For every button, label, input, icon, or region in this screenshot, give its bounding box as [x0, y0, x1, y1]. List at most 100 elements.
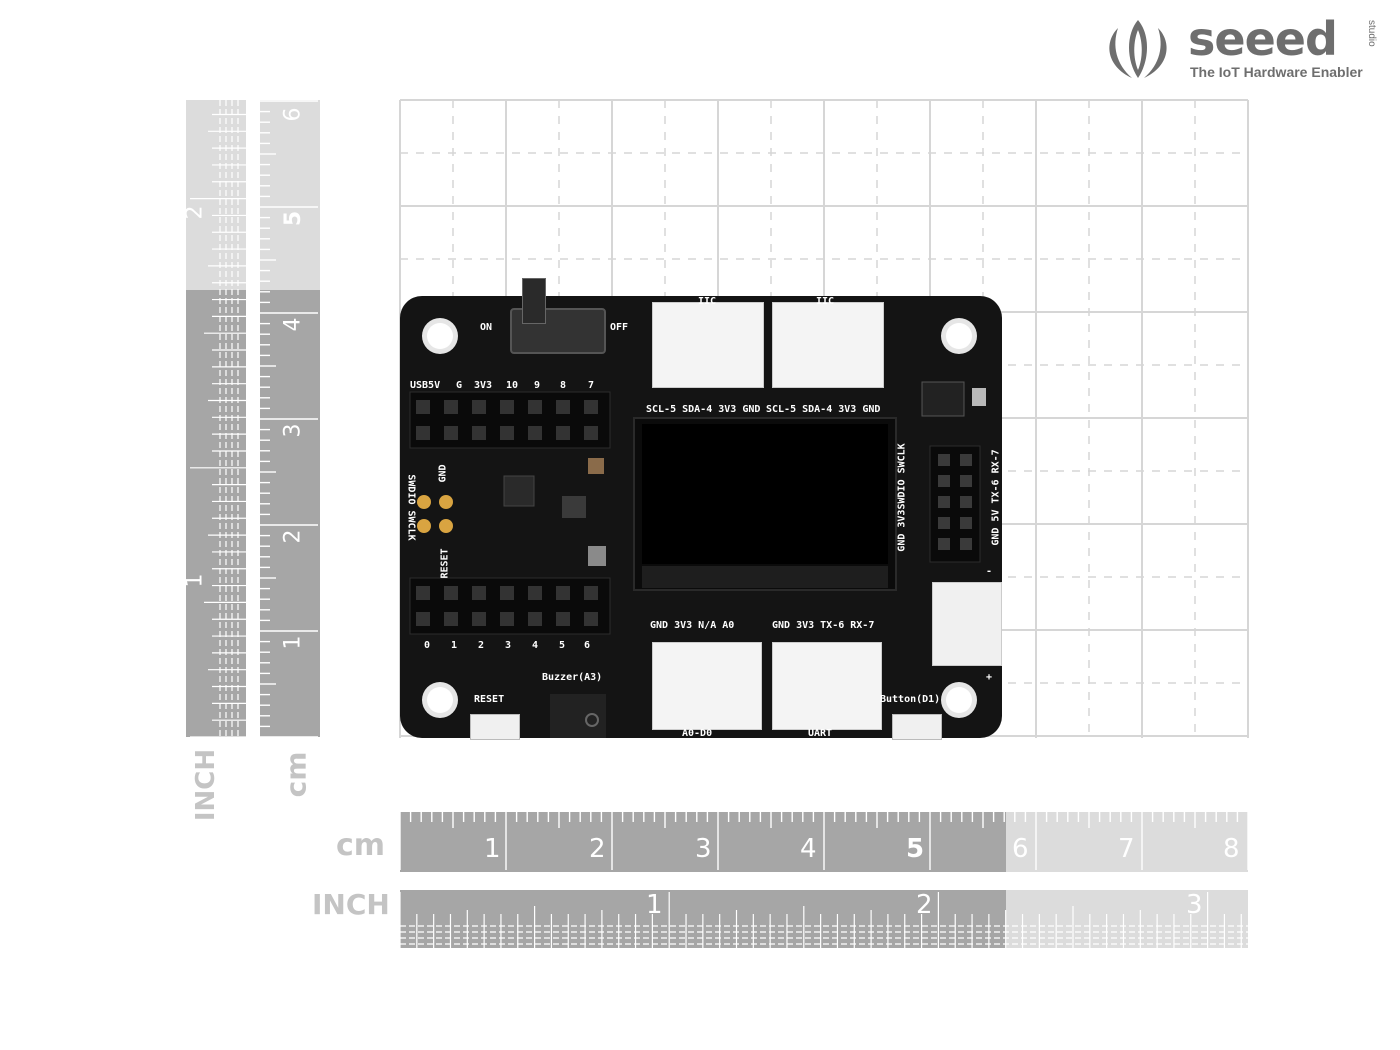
header-pin [556, 612, 570, 626]
horizontal-cm-number-6: 6 [1012, 834, 1029, 864]
horizontal-cm-number-5: 5 [906, 834, 925, 864]
horizontal-cm-number-8: 8 [1223, 834, 1240, 864]
battery-minus-label: - [986, 566, 993, 577]
pin-label-usb5v: USB5V [410, 380, 441, 391]
right-swd-labels: GND 3V3SWDIO SWCLK [896, 443, 908, 552]
pin-label-2: 2 [478, 640, 485, 651]
header-pin [528, 400, 542, 414]
pin-label-5: 5 [559, 640, 566, 651]
logo-tagline: The IoT Hardware Enabler [1190, 64, 1363, 80]
horizontal-cm-number-3: 3 [695, 834, 712, 864]
seeed-logo: seeed studio The IoT Hardware Enabler [1098, 12, 1398, 84]
header-pin [444, 586, 458, 600]
header-pin [500, 612, 514, 626]
horizontal-cm-number-7: 7 [1118, 834, 1135, 864]
reset-button[interactable] [470, 714, 520, 740]
pin-label-3: 3 [505, 640, 512, 651]
swd-left-label: SWDIO SWCLK [405, 474, 417, 541]
reset-button-label: RESET [474, 694, 505, 705]
vertical-inch-number-2: 2 [182, 205, 208, 220]
reset-left-label: RESET [439, 548, 451, 579]
pin-label-9: 9 [534, 380, 541, 391]
iic-right-pin-labels: SCL-5 SDA-4 3V3 GND [766, 404, 881, 415]
expansion-board: ON OFF IIC IIC SCL-5 SDA-4 3V3 GND SCL-5… [400, 278, 1002, 740]
header-pin [556, 400, 570, 414]
horizontal-cm-number-2: 2 [589, 834, 606, 864]
header-pin [528, 426, 542, 440]
right-uart-labels: GND 5V TX-6 RX-7 [990, 449, 1002, 546]
horizontal-inch-ruler: 1 2 3 [400, 890, 1248, 948]
header-pin [500, 400, 514, 414]
analog-grove-connector[interactable] [652, 642, 762, 730]
iic-right-label: IIC [816, 296, 835, 307]
header-pin [500, 586, 514, 600]
header-pin [960, 496, 972, 508]
battery-plus-label: + [986, 672, 993, 683]
vertical-cm-number-6: 6 [280, 107, 306, 122]
vertical-inch-ruler: 1 2 [182, 100, 246, 737]
header-pin [416, 612, 430, 626]
pin-label-4: 4 [532, 640, 539, 651]
iic-left-pin-labels: SCL-5 SDA-4 3V3 GND [646, 404, 761, 415]
vertical-cm-unit-label: cm [279, 751, 313, 798]
horizontal-cm-number-4: 4 [800, 834, 817, 864]
header-pin [938, 538, 950, 550]
seeed-wordmark: seeed [1188, 12, 1338, 66]
vertical-inch-number-1: 1 [182, 573, 208, 588]
uart-label: UART [808, 728, 833, 739]
vertical-cm-number-4: 4 [280, 317, 306, 332]
horizontal-inch-number-2: 2 [916, 890, 933, 920]
header-pin [528, 612, 542, 626]
power-switch[interactable] [510, 278, 606, 354]
header-pin [500, 426, 514, 440]
header-pin [960, 538, 972, 550]
header-pin [938, 475, 950, 487]
vertical-cm-number-5: 5 [281, 210, 307, 227]
iic-left-label: IIC [698, 296, 717, 307]
header-pin [584, 586, 598, 600]
vertical-inch-unit-label: INCH [191, 748, 222, 822]
pin-label-1: 1 [451, 640, 458, 651]
vertical-cm-number-1: 1 [280, 635, 306, 650]
pin-label-g: G [456, 380, 463, 391]
header-pin [416, 586, 430, 600]
pcb-board-body [400, 296, 1002, 738]
header-pin [472, 586, 486, 600]
pin-label-0: 0 [424, 640, 431, 651]
header-pin [444, 426, 458, 440]
gnd-left-label: GND [437, 464, 449, 483]
analog-label: A0-D0 [682, 728, 713, 739]
horizontal-inch-number-1: 1 [646, 890, 663, 920]
header-pin [584, 400, 598, 414]
user-button[interactable] [892, 714, 942, 740]
pin-label-10: 10 [506, 380, 519, 391]
studio-label: studio [1366, 20, 1377, 47]
header-pin [528, 586, 542, 600]
header-pin [444, 612, 458, 626]
header-pin [472, 612, 486, 626]
pin-label-6: 6 [584, 640, 591, 651]
pin-label-8: 8 [560, 380, 567, 391]
header-pin [584, 426, 598, 440]
iic-connector-left[interactable] [652, 302, 764, 388]
battery-connector[interactable] [932, 582, 1002, 666]
header-pin [416, 400, 430, 414]
power-switch-knob[interactable] [522, 278, 546, 324]
seeed-leaf-icon [1109, 20, 1167, 78]
header-pin [444, 400, 458, 414]
header-pin [938, 517, 950, 529]
pin-label-3v3: 3V3 [474, 380, 493, 391]
swd-pin-header [929, 445, 981, 563]
header-pin [938, 454, 950, 466]
header-pin [960, 454, 972, 466]
pin-label-7: 7 [588, 380, 595, 391]
user-button-label: Button(D1) [880, 694, 941, 705]
uart-grove-connector[interactable] [772, 642, 882, 730]
header-pin [556, 426, 570, 440]
uart-pin-labels: GND 3V3 TX-6 RX-7 [772, 620, 875, 631]
header-pin [472, 400, 486, 414]
buzzer-label: Buzzer(A3) [542, 672, 603, 683]
iic-connector-right[interactable] [772, 302, 884, 388]
analog-pin-labels: GND 3V3 N/A A0 [650, 620, 735, 631]
header-pin [938, 496, 950, 508]
